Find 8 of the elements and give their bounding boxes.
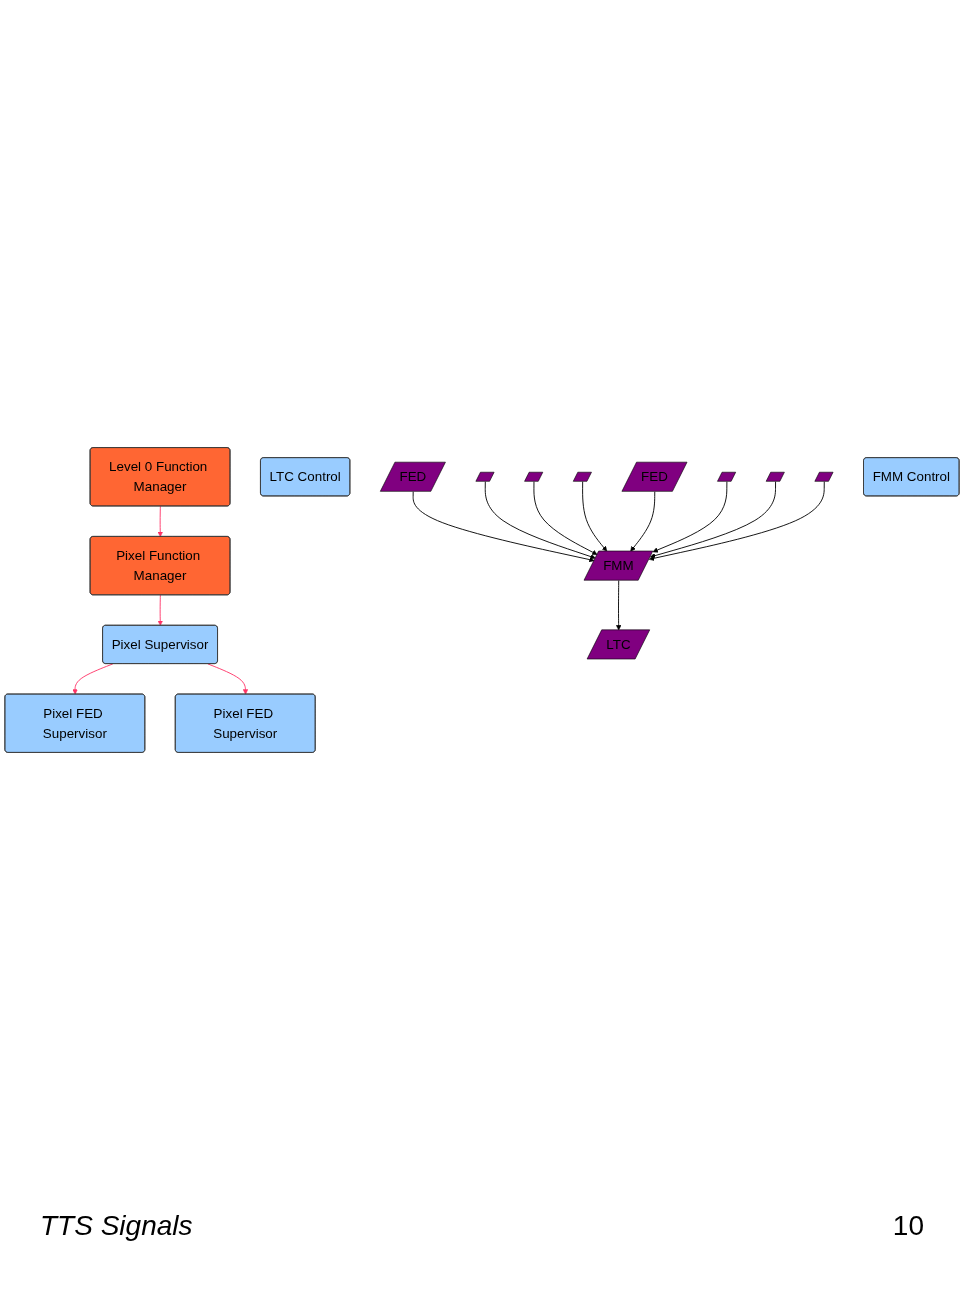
page-number: 10 — [892, 1210, 924, 1242]
node-box — [524, 471, 544, 482]
node-box — [765, 471, 785, 482]
node-box — [717, 471, 737, 482]
node-box — [572, 471, 592, 482]
node-box — [475, 471, 495, 482]
note: TTS Signals — [40, 1210, 193, 1242]
node-box — [814, 471, 834, 482]
